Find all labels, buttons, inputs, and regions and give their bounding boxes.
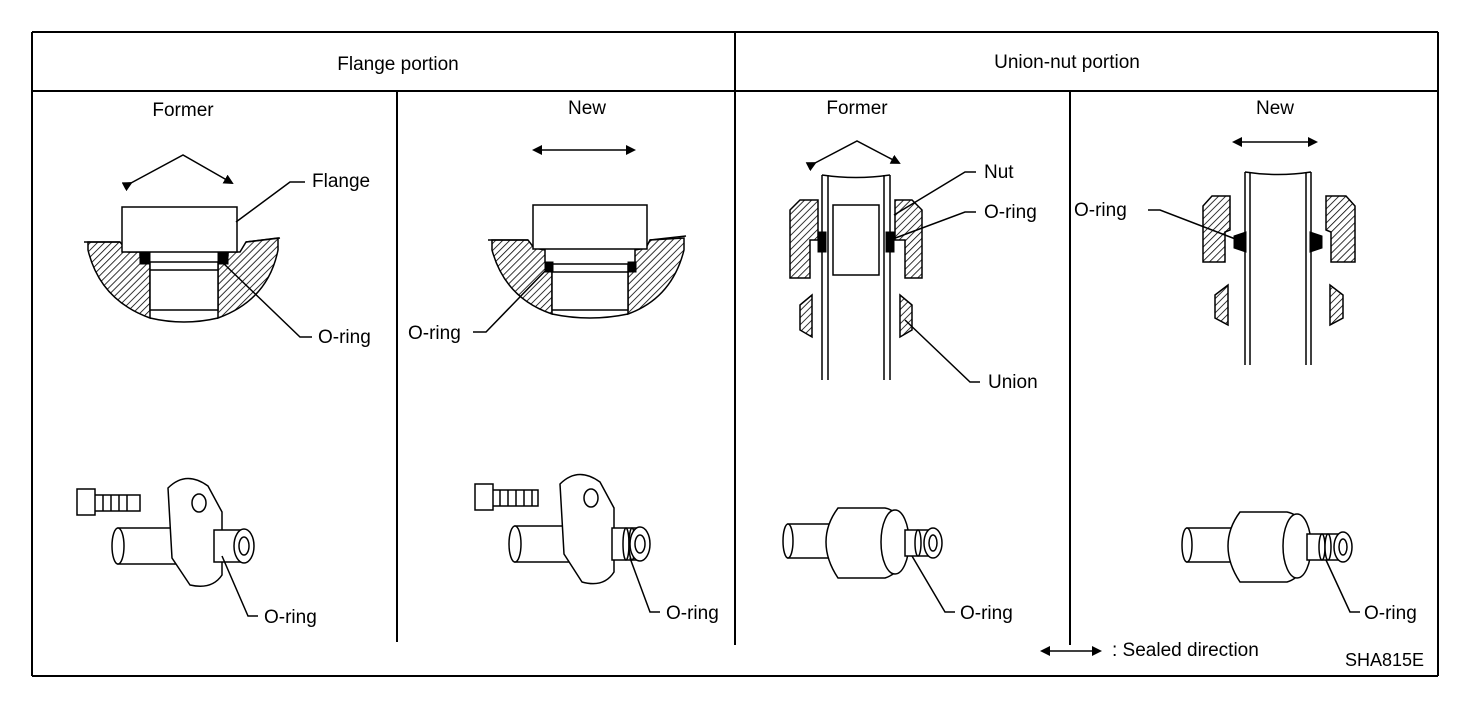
union-former-section-drawing xyxy=(789,140,923,380)
union-new-oring-callout: O-ring xyxy=(1074,200,1239,241)
flange-label: Flange xyxy=(312,171,370,192)
flange-new-part-oring-callout: O-ring xyxy=(629,557,719,624)
oring-label: O-ring xyxy=(960,603,1013,624)
flange-former-part-drawing xyxy=(76,477,255,587)
figure-code: SHA815E xyxy=(1345,650,1424,670)
flange-new-oring-callout: O-ring xyxy=(408,267,549,344)
union-new-part-drawing xyxy=(1181,511,1353,583)
flange-former-oring-callout: O-ring xyxy=(221,261,371,348)
flange-former-section-drawing xyxy=(84,154,281,323)
flange-former-flange-callout: Flange xyxy=(235,171,370,223)
flange-new-section-drawing xyxy=(488,145,687,319)
flange-former-heading: Former xyxy=(152,100,214,121)
table-frame xyxy=(31,31,1439,677)
union-former-oring-callout: O-ring xyxy=(889,202,1037,241)
flange-new-heading: New xyxy=(568,98,606,119)
union-former-nut-callout: Nut xyxy=(893,162,1014,216)
union-new-heading: New xyxy=(1256,98,1294,119)
legend-text: : Sealed direction xyxy=(1112,640,1259,661)
union-former-heading: Former xyxy=(826,98,888,119)
oring-label: O-ring xyxy=(408,323,461,344)
nut-label: Nut xyxy=(984,162,1014,183)
union-label: Union xyxy=(988,372,1038,393)
oring-label: O-ring xyxy=(264,607,317,628)
union-new-section-drawing xyxy=(1202,137,1356,365)
oring-label: O-ring xyxy=(1074,200,1127,221)
union-former-union-callout: Union xyxy=(904,319,1038,393)
oring-label: O-ring xyxy=(666,603,719,624)
union-new-part-oring-callout: O-ring xyxy=(1325,559,1417,624)
sealed-direction-legend: : Sealed direction xyxy=(1040,640,1259,661)
union-nut-portion-header: Union-nut portion xyxy=(994,52,1140,73)
oring-label: O-ring xyxy=(318,327,371,348)
oring-label: O-ring xyxy=(1364,603,1417,624)
flange-portion-header: Flange portion xyxy=(337,54,458,75)
oring-label: O-ring xyxy=(984,202,1037,223)
union-former-part-drawing xyxy=(782,507,943,579)
flange-new-part-drawing xyxy=(474,473,651,585)
flange-former-part-oring-callout: O-ring xyxy=(221,555,317,628)
union-former-part-oring-callout: O-ring xyxy=(911,555,1013,624)
